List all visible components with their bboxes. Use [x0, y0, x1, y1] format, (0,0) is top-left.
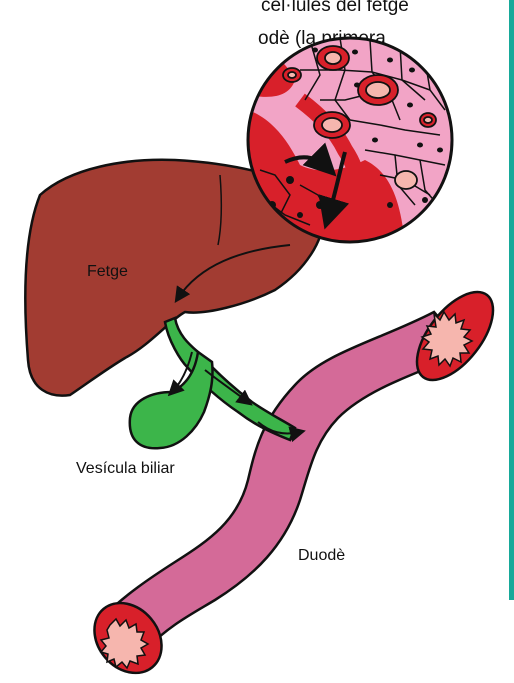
duodenum-label: Duodè — [298, 548, 345, 564]
gallbladder-label: Vesícula biliar — [76, 461, 175, 477]
liver-label: Fetge — [87, 264, 128, 280]
liver-tissue-magnified — [248, 38, 452, 245]
gallbladder — [130, 352, 213, 448]
duodenum — [105, 312, 468, 650]
